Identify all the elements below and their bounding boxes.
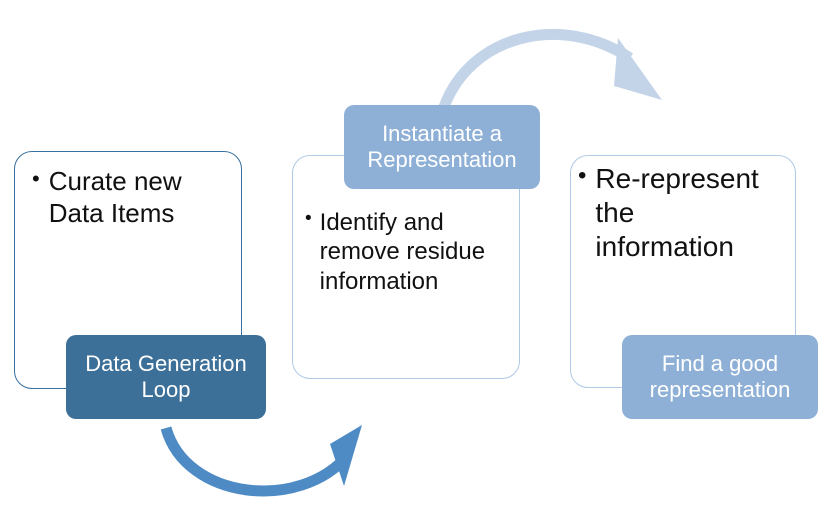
bullet-point-icon: • (32, 166, 40, 191)
badge-find-a-good-representation[interactable]: Find a good representation (622, 335, 818, 419)
bullet-point-icon: • (305, 208, 312, 229)
bullet-identify-and-remove-residue-information: • Identify and remove residue informatio… (305, 208, 515, 296)
badge-data-generation-loop[interactable]: Data Generation Loop (66, 335, 266, 419)
card-identify-remove-residue[interactable] (292, 155, 520, 379)
card-curate-text: Curate new Data Items (48, 166, 182, 228)
bullet-re-represent-the-information: • Re-represent the information (578, 162, 793, 264)
top-arc-arrow (438, 29, 662, 110)
bullet-curate-new-data-items: • Curate new Data Items (32, 166, 222, 229)
card-identify-text: Identify and remove residue information (319, 209, 486, 295)
bullet-point-icon: • (578, 162, 587, 189)
badge-instantiate-a-representation[interactable]: Instantiate a Representation (344, 105, 540, 189)
card-re-represent-text: Re-represent the information (595, 163, 759, 263)
bottom-arc-arrow (160, 425, 362, 497)
